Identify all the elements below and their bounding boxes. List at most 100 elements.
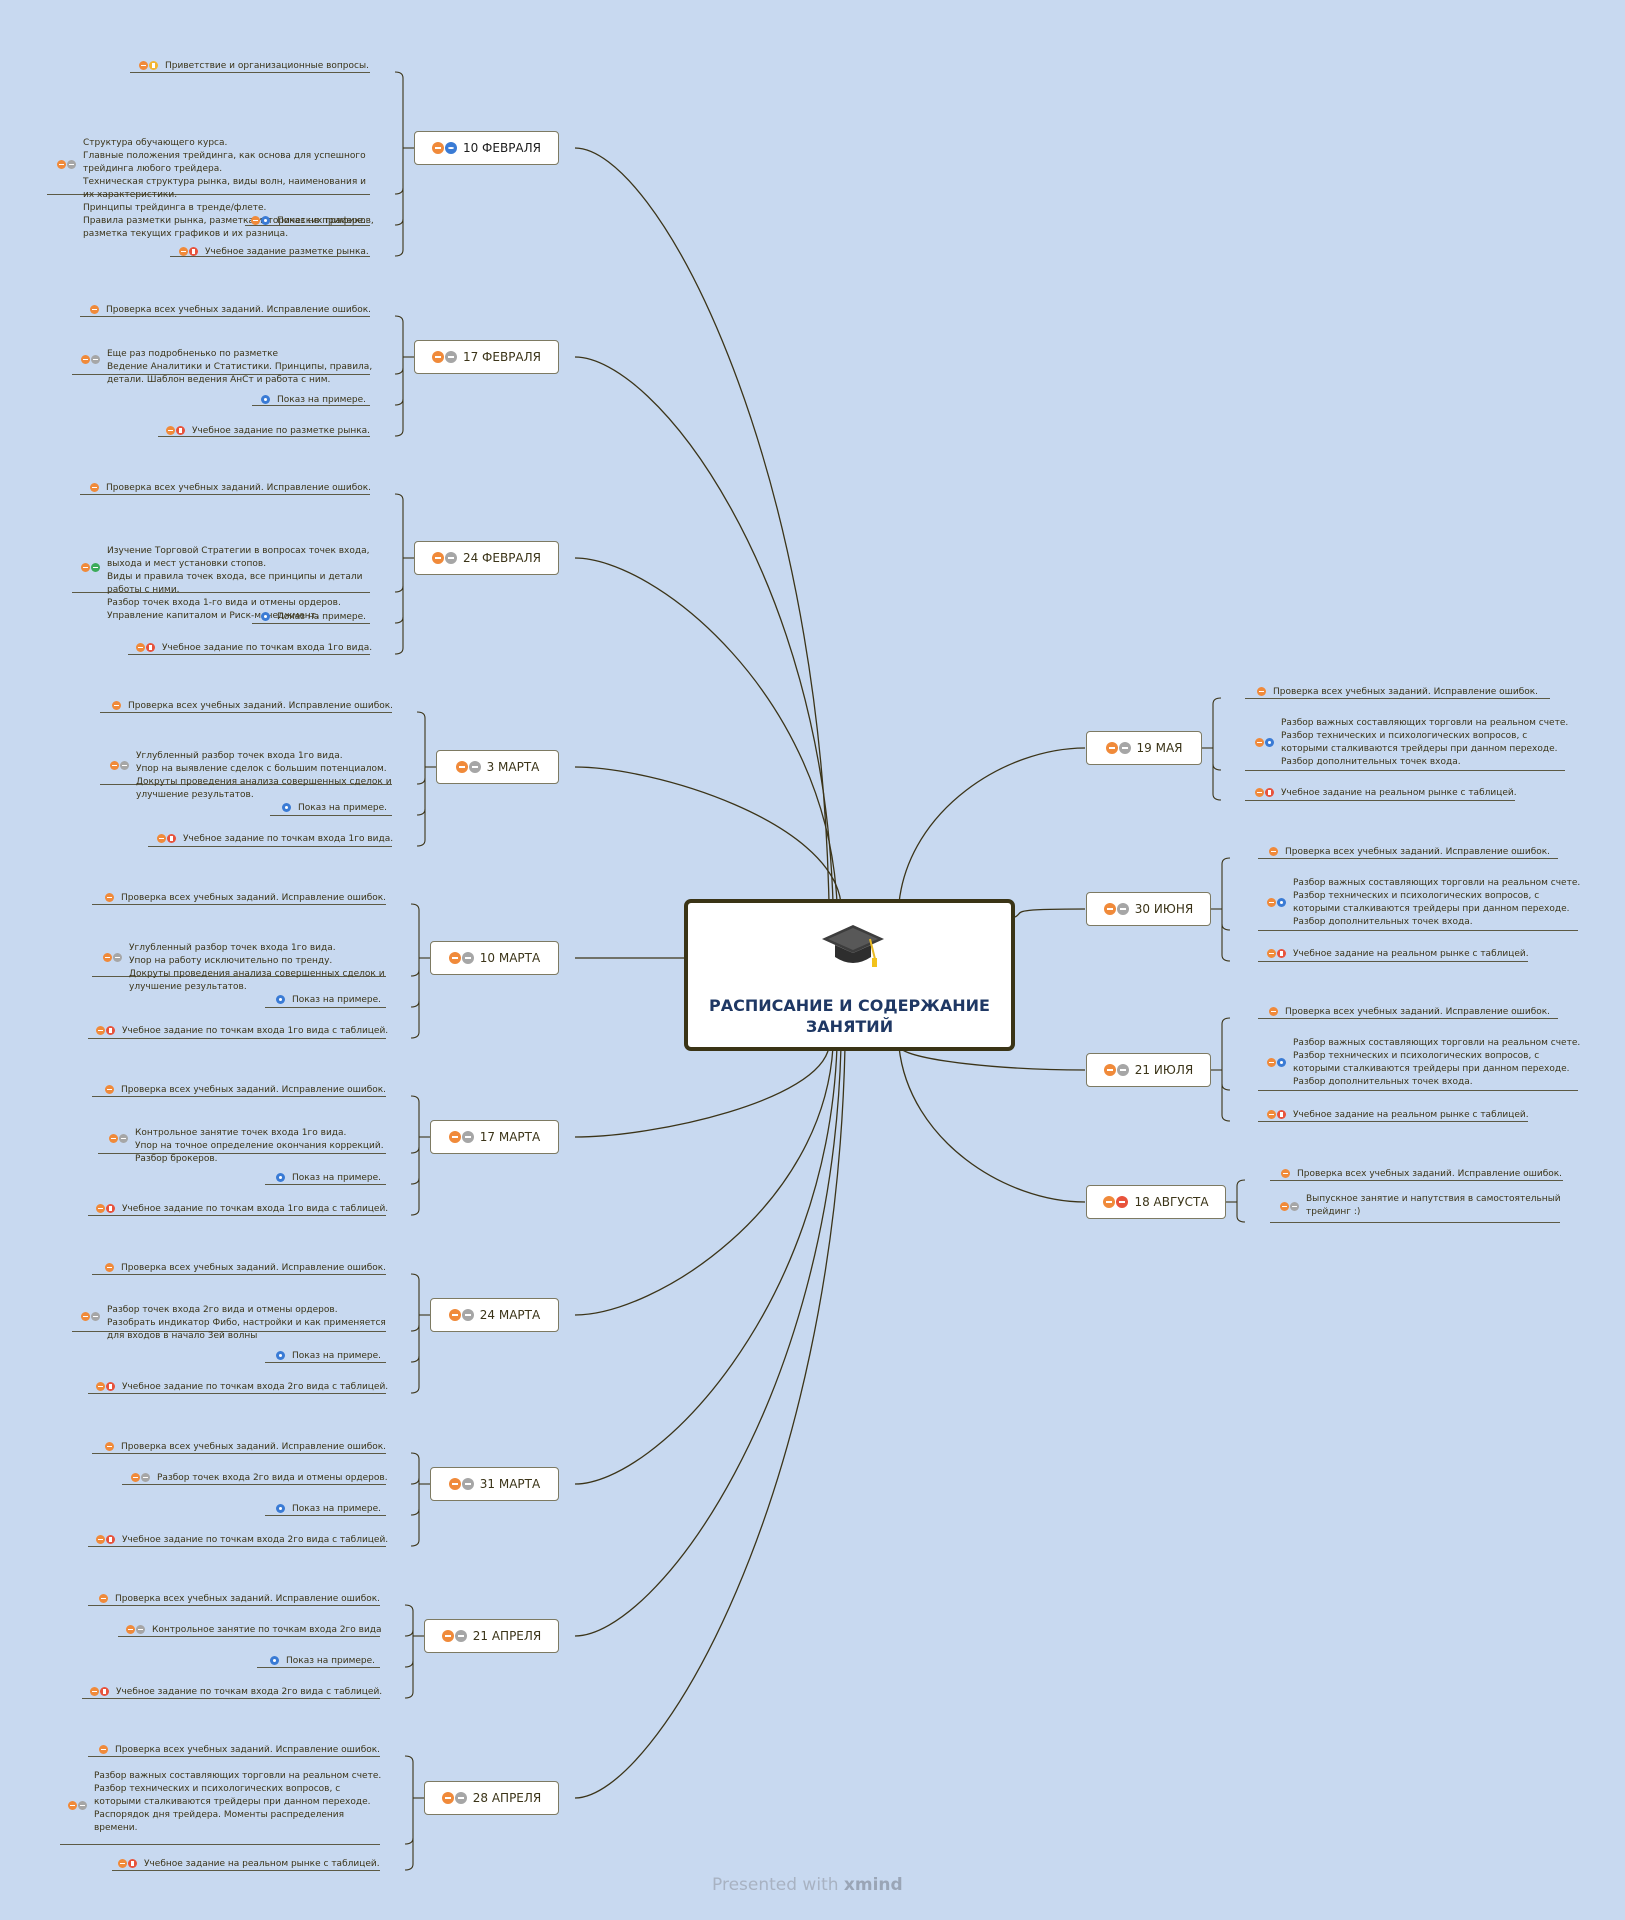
gray-marker-icon: [461, 1309, 474, 1321]
date-topic-left-2[interactable]: 24 ФЕВРАЛЯ: [414, 541, 559, 575]
bracket-elbow-line: [394, 367, 404, 375]
date-topic-left-6[interactable]: 24 МАРТА: [430, 1298, 559, 1332]
gray-marker-icon: [444, 552, 457, 564]
subtopic-underline: [265, 1362, 386, 1363]
subtopic-text: Выпускное занятие и напутствия в самосто…: [1306, 1194, 1561, 1217]
subtopic-underline: [1245, 800, 1515, 801]
subtopic-text: Контрольное занятие точек входа 1го вида…: [135, 1128, 384, 1164]
orange-marker-icon: [99, 1594, 108, 1603]
orange-marker-icon: [441, 1630, 454, 1642]
date-topic-left-1[interactable]: 17 ФЕВРАЛЯ: [414, 340, 559, 374]
date-label: 3 МАРТА: [486, 760, 540, 774]
subtopic-icons: [261, 395, 270, 404]
date-topic-right-0[interactable]: 19 МАЯ: [1086, 731, 1202, 765]
subtopic-text: Проверка всех учебных заданий. Исправлен…: [106, 483, 372, 493]
bracket-elbow-line: [410, 1386, 420, 1394]
subtopic-text: Проверка всех учебных заданий. Исправлен…: [115, 1594, 381, 1604]
date-topic-icons: [448, 1478, 474, 1490]
subtopic-underline: [265, 1007, 386, 1008]
subtopic-underline: [252, 623, 370, 624]
date-topic-right-3[interactable]: 18 АВГУСТА: [1086, 1185, 1226, 1219]
subtopic-icons: [276, 1173, 285, 1182]
date-label: 17 МАРТА: [479, 1130, 541, 1144]
orange-marker-icon: [81, 355, 90, 364]
subtopic-underline: [257, 1667, 380, 1668]
orange-marker-icon: [109, 1134, 118, 1143]
subtopic-underline: [47, 194, 370, 195]
bracket-elbow-line: [410, 1324, 420, 1332]
subtopic-icons: [157, 834, 176, 843]
subtopic-text: Учебное задание по точкам входа 2го вида…: [122, 1382, 389, 1392]
date-topic-left-5[interactable]: 17 МАРТА: [430, 1120, 559, 1154]
date-topic-right-2[interactable]: 21 ИЮЛЯ: [1086, 1053, 1211, 1087]
date-label: 18 АВГУСТА: [1134, 1195, 1209, 1209]
subtopic-underline: [88, 1605, 380, 1606]
bracket-elbow-line: [410, 1177, 420, 1185]
bracket-elbow-line: [1221, 923, 1231, 931]
subtopic-icons: [1255, 737, 1274, 747]
orange-marker-icon: [1281, 1169, 1290, 1178]
subtopic-icons: [90, 483, 99, 492]
subtopic-text: Учебное задание по точкам входа 1го вида…: [122, 1204, 389, 1214]
subtopic-underline: [1258, 858, 1558, 859]
blue-marker-icon: [1265, 737, 1274, 747]
blue-marker-icon: [1277, 1057, 1286, 1067]
red-marker-icon: [146, 643, 155, 652]
date-topic-left-3[interactable]: 3 МАРТА: [436, 750, 559, 784]
subtopic-text: Еще раз подробненько по разметке Ведение…: [107, 349, 373, 385]
subtopic-text: Проверка всех учебных заданий. Исправлен…: [1297, 1169, 1563, 1179]
subtopic-text: Учебное задание на реальном рынке с табл…: [1281, 788, 1517, 798]
date-label: 24 МАРТА: [479, 1308, 541, 1322]
bracket-elbow-line: [410, 1477, 420, 1485]
gray-marker-icon: [78, 1801, 87, 1810]
subtopic-icons: [81, 355, 100, 364]
date-topic-left-9[interactable]: 28 АПРЕЛЯ: [424, 1781, 559, 1815]
date-topic-left-7[interactable]: 31 МАРТА: [430, 1467, 559, 1501]
date-topic-icons: [431, 552, 457, 564]
gray-marker-icon: [461, 1131, 474, 1143]
subtopic-underline: [158, 436, 370, 437]
subtopic-icons: [131, 1473, 150, 1482]
subtopic-underline: [265, 1515, 386, 1516]
bracket-elbow-line: [410, 1031, 420, 1039]
subtopic-text: Проверка всех учебных заданий. Исправлен…: [121, 1085, 387, 1095]
date-topic-left-0[interactable]: 10 ФЕВРАЛЯ: [414, 131, 559, 165]
central-topic[interactable]: РАСПИСАНИЕ И СОДЕРЖАНИЕ ЗАНЯТИЙ: [684, 899, 1015, 1051]
subtopic-underline: [82, 1698, 380, 1699]
blue-marker-icon: [270, 1656, 279, 1665]
date-topic-icons: [448, 1131, 474, 1143]
date-topic-left-8[interactable]: 21 АПРЕЛЯ: [424, 1619, 559, 1653]
subtopic-icons: [96, 1382, 115, 1391]
date-topic-left-4[interactable]: 10 МАРТА: [430, 941, 559, 975]
orange-marker-icon: [90, 483, 99, 492]
subtopic-text: Показ на примере.: [298, 803, 388, 813]
subtopic-text: Показ на примере.: [286, 1656, 376, 1666]
subtopic-underline: [245, 225, 370, 226]
subtopic-icons: [96, 1204, 115, 1213]
gray-marker-icon: [461, 1478, 474, 1490]
gray-marker-icon: [113, 953, 122, 962]
subtopic-text: Учебное задание по точкам входа 2го вида…: [116, 1687, 383, 1697]
bracket-elbow-line: [410, 1000, 420, 1008]
blue-marker-icon: [1277, 897, 1286, 907]
subtopic-text: Учебное задание на реальном рынке с табл…: [144, 1859, 380, 1869]
date-topic-right-1[interactable]: 30 ИЮНЯ: [1086, 892, 1211, 926]
bracket-elbow-line: [394, 429, 404, 437]
subtopic-underline: [72, 374, 370, 375]
orange-marker-icon: [81, 1311, 90, 1321]
red-marker-icon: [100, 1687, 109, 1696]
subtopic-text: Разбор точек входа 2го вида и отмены орд…: [157, 1473, 388, 1483]
subtopic-underline: [128, 654, 370, 655]
blue-marker-icon: [276, 1351, 285, 1360]
bracket-elbow-line: [394, 249, 404, 257]
bracket-elbow-line: [416, 839, 426, 847]
bracket-elbow-line: [410, 903, 420, 911]
gray-marker-icon: [1116, 1064, 1129, 1076]
orange-marker-icon: [96, 1204, 105, 1213]
subtopic-icons: [1267, 1110, 1286, 1119]
branch-line: [574, 1046, 846, 1799]
subtopic-text: Проверка всех учебных заданий. Исправлен…: [1273, 687, 1539, 697]
gray-marker-icon: [120, 761, 129, 770]
date-topic-icons: [441, 1630, 467, 1642]
